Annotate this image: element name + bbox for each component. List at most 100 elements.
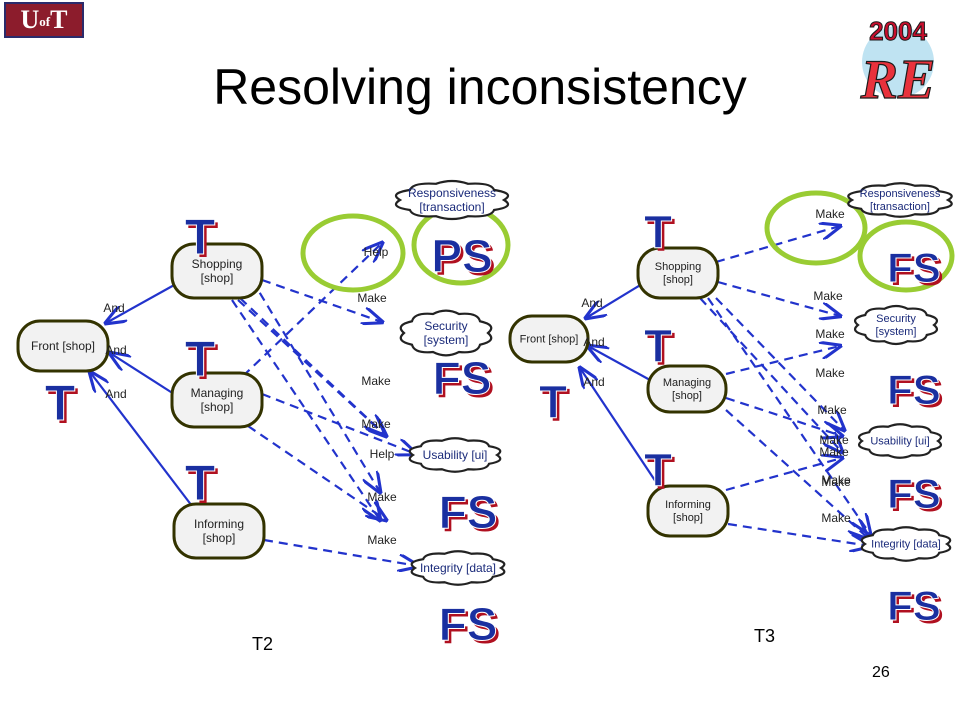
- p3-contribution-edge: [699, 297, 842, 452]
- p3-highlight-circle: [764, 190, 868, 266]
- p3-softgoal-resp: [847, 182, 953, 218]
- p2-status-label: PS: [431, 230, 492, 282]
- p2-and-edge: [106, 283, 177, 323]
- p3-contribution-edge: [707, 297, 870, 534]
- p3-and-edge: [580, 368, 661, 489]
- p3-status-label: FS: [887, 582, 941, 629]
- p3-status-label: FS: [887, 470, 941, 517]
- p2-softgoal-label: [transaction]: [419, 200, 484, 214]
- p2-contribution-label: Make: [367, 490, 397, 504]
- p2-status-label: T: [185, 209, 216, 265]
- p3-contribution-edge: [727, 522, 870, 546]
- p3-contribution-label: Make: [819, 433, 849, 447]
- p3-contribution-label: Make: [813, 289, 843, 303]
- p3-contribution-label: Make: [821, 475, 851, 489]
- p2-softgoal-label: [system]: [424, 333, 469, 347]
- p2-goal-label: [shop]: [201, 271, 234, 285]
- p2-highlight-circle: [300, 213, 406, 293]
- p3-softgoal-label: Security: [876, 313, 916, 325]
- p3-and-label: And: [583, 335, 604, 349]
- p2-contribution-edge: [261, 392, 416, 454]
- p2-goal-informing: [172, 502, 266, 560]
- p2-goal-managing: [170, 371, 264, 429]
- p3-goal-front: [508, 314, 590, 364]
- p2-contribution-edge: [263, 538, 418, 566]
- p2-softgoal-label: Integrity [data]: [420, 561, 496, 575]
- p2-status-label: T: [45, 375, 76, 431]
- p2-contribution-label: Make: [357, 291, 387, 305]
- p2-status-shadow: T: [188, 334, 219, 390]
- p2-status-label: FS: [439, 486, 498, 538]
- p3-highlight-circle: [857, 219, 955, 293]
- p2-status-shadow: FS: [442, 601, 501, 653]
- p2-softgoal-integrity: [410, 550, 506, 586]
- p3-contribution-label: Make: [821, 511, 851, 525]
- p2-status-shadow: FS: [436, 355, 495, 407]
- p3-contribution-label: Make: [815, 366, 845, 380]
- p3-contribution-edge: [715, 226, 840, 264]
- p3-goal-label: Front [shop]: [520, 334, 579, 346]
- p3-softgoal-label: [transaction]: [870, 201, 930, 213]
- p3-and-label: And: [583, 375, 604, 389]
- p2-status-label: FS: [433, 352, 492, 404]
- p3-goal-label: [shop]: [672, 390, 702, 402]
- p3-softgoal-integrity: [860, 526, 952, 562]
- p3-status-shadow: T: [647, 447, 675, 499]
- p3-goal-label: Informing: [665, 499, 711, 511]
- p3-contribution-label: Make: [821, 473, 851, 487]
- p2-and-edge: [90, 372, 193, 507]
- p2-goal-label: [shop]: [201, 400, 234, 414]
- p3-status-shadow: T: [647, 323, 675, 375]
- p2-contribution-label: Make: [361, 374, 391, 388]
- p2-contribution-edge: [237, 299, 386, 436]
- p3-contribution-edge: [725, 396, 842, 436]
- p3-status-label: T: [644, 320, 672, 372]
- p3-contribution-edge: [725, 409, 868, 538]
- p3-goal-managing: [646, 364, 728, 414]
- p2-status-label: T: [185, 455, 216, 511]
- p3-and-edge: [586, 283, 643, 318]
- p3-goal-label: [shop]: [663, 274, 693, 286]
- p2-goal-label: Shopping: [192, 257, 243, 271]
- p2-status-shadow: T: [48, 378, 79, 434]
- p2-goal-label: [shop]: [203, 531, 236, 545]
- p2-status-label: T: [185, 331, 216, 387]
- panel-label-t3: T3: [754, 626, 776, 646]
- p2-and-label: And: [103, 301, 124, 315]
- p3-goal-label: [shop]: [673, 512, 703, 524]
- p2-softgoal-security: [399, 309, 493, 357]
- re-logo-gear: [862, 26, 934, 98]
- p2-goal-front: [16, 319, 110, 373]
- p2-goal-shopping: [170, 242, 264, 300]
- p3-softgoal-label: [system]: [876, 326, 917, 338]
- p2-goal-label: Front [shop]: [31, 339, 95, 353]
- p3-and-edge: [588, 346, 651, 381]
- p3-status-label: T: [539, 376, 567, 428]
- p3-status-shadow: FS: [890, 247, 944, 294]
- p2-status-shadow: FS: [442, 489, 501, 541]
- p2-softgoal-resp: [394, 179, 510, 221]
- p3-contribution-edge: [725, 346, 840, 376]
- p2-contribution-edge: [242, 243, 382, 377]
- p2-goal-label: Managing: [191, 386, 244, 400]
- p2-softgoal-usability: [408, 437, 502, 473]
- panel-label-t2: T2: [252, 634, 274, 654]
- p3-status-label: T: [644, 444, 672, 496]
- p3-status-label: FS: [887, 366, 941, 413]
- re-logo-letters: RE: [860, 49, 936, 111]
- p3-status-shadow: FS: [890, 473, 944, 520]
- re-logo-year: 2004: [869, 16, 927, 46]
- p2-contribution-label: Make: [367, 533, 397, 547]
- p3-contribution-edge: [717, 280, 840, 316]
- slide-title: Resolving inconsistency: [213, 59, 747, 115]
- p3-softgoal-label: Integrity [data]: [871, 539, 941, 551]
- p2-and-edge: [110, 353, 175, 395]
- p3-contribution-edge: [715, 297, 844, 430]
- p3-contribution-label: Make: [819, 445, 849, 459]
- p3-contribution-edge: [725, 458, 842, 492]
- p2-status-shadow: T: [188, 212, 219, 268]
- p3-contribution-label: Make: [815, 327, 845, 341]
- p3-goal-informing: [646, 484, 730, 538]
- p3-goal-label: Shopping: [655, 261, 702, 273]
